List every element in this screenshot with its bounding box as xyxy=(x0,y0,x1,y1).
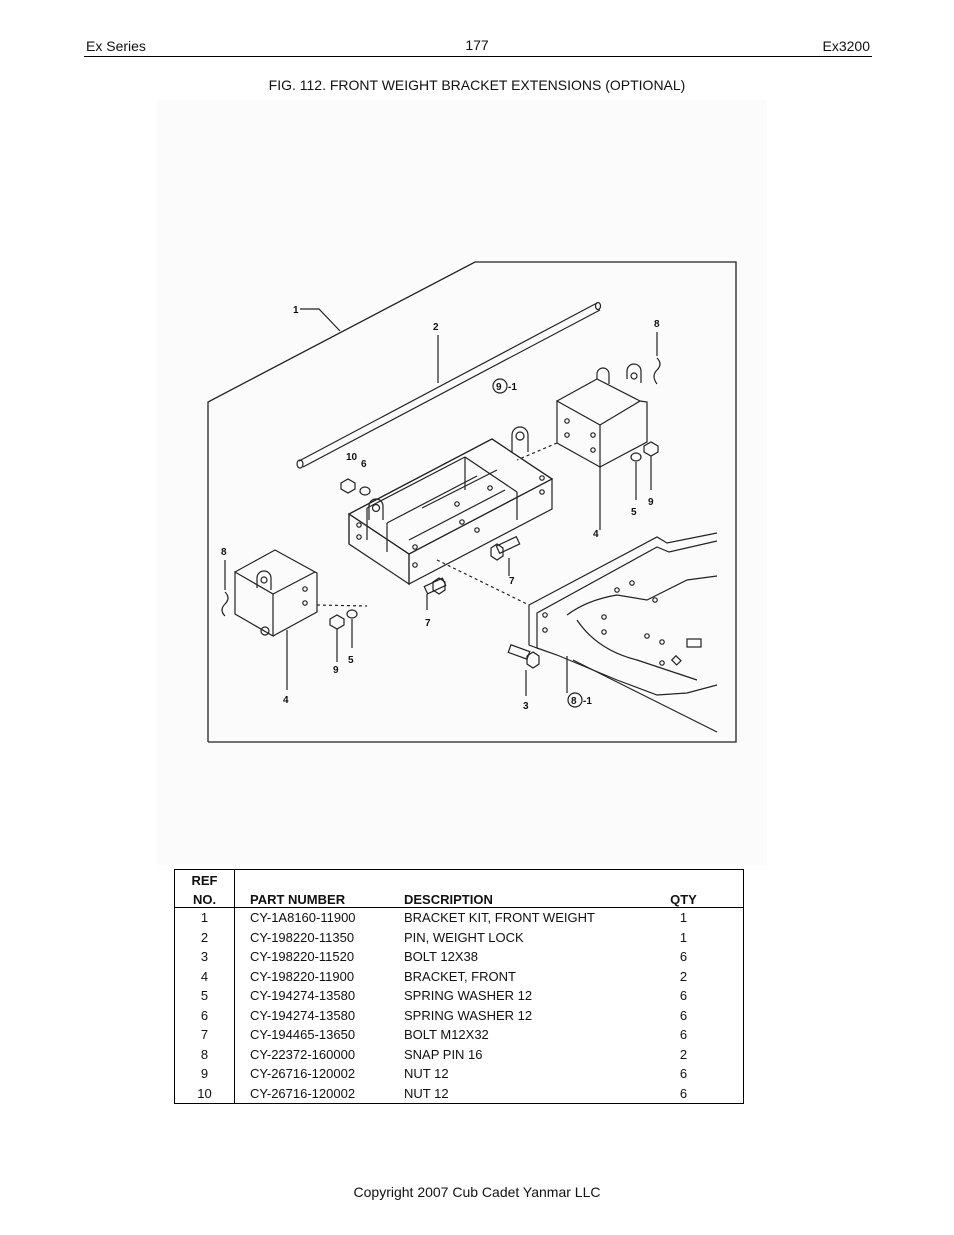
callout-4-right: 4 xyxy=(593,529,599,540)
cell-part: CY-194465-13650 xyxy=(250,1027,356,1043)
cell-ref: 6 xyxy=(174,1005,235,1025)
callout-8-left: 8 xyxy=(221,547,227,558)
callout-1: 1 xyxy=(293,305,299,316)
cell-ref: 8 xyxy=(174,1044,235,1064)
callout-8-1: 8 xyxy=(571,696,577,707)
col-ref-bottom: NO. xyxy=(174,888,235,908)
callout-10: 10 xyxy=(346,452,358,463)
cell-qty: 6 xyxy=(679,1066,688,1082)
copyright-footer: Copyright 2007 Cub Cadet Yanmar LLC xyxy=(353,1184,601,1200)
cell-qty: 6 xyxy=(679,988,688,1004)
callout-9-right: 9 xyxy=(648,497,654,508)
cell-ref: 3 xyxy=(174,947,235,967)
cell-desc: PIN, WEIGHT LOCK xyxy=(404,929,524,945)
table-row: 2 CY-198220-11350 PIN, WEIGHT LOCK 1 xyxy=(174,927,744,947)
callout-6: 6 xyxy=(361,459,367,470)
header-rule xyxy=(84,56,872,57)
table-row: 3 CY-198220-11520 BOLT 12X38 6 xyxy=(174,947,744,967)
cell-ref: 5 xyxy=(174,986,235,1006)
table-row: 4 CY-198220-11900 BRACKET, FRONT 2 xyxy=(174,966,744,986)
cell-desc: NUT 12 xyxy=(404,1066,449,1082)
cell-qty: 1 xyxy=(679,929,688,945)
cell-ref: 2 xyxy=(174,927,235,947)
cell-qty: 6 xyxy=(679,1007,688,1023)
table-row: 1 CY-1A8160-11900 BRACKET KIT, FRONT WEIGH… xyxy=(174,907,744,928)
header-model: Ex3200 xyxy=(822,38,870,54)
callout-8-1-suffix: -1 xyxy=(583,696,592,707)
table-row: 6 CY-194274-13580 SPRING WASHER 12 6 xyxy=(174,1005,744,1025)
cell-desc: BRACKET, FRONT xyxy=(404,968,516,984)
cell-qty: 1 xyxy=(679,910,688,926)
cell-part: CY-26716-120002 xyxy=(250,1085,356,1101)
callout-7-right: 7 xyxy=(509,576,515,587)
cell-part: CY-26716-120002 xyxy=(250,1066,356,1082)
callout-7-left: 7 xyxy=(425,618,431,629)
cell-desc: BOLT M12X32 xyxy=(404,1027,489,1043)
cell-desc: BRACKET KIT, FRONT WEIGHT xyxy=(404,910,595,926)
cell-ref: 10 xyxy=(174,1083,235,1104)
cell-part: CY-198220-11900 xyxy=(250,968,355,984)
callout-9-1-suffix: -1 xyxy=(508,382,517,393)
col-part-number: PART NUMBER xyxy=(234,888,404,908)
cell-part: CY-194274-13580 xyxy=(250,1007,356,1023)
callout-2: 2 xyxy=(433,322,439,333)
page-number: 177 xyxy=(465,37,489,53)
cell-qty: 2 xyxy=(679,968,688,984)
cell-part: CY-194274-13580 xyxy=(250,988,356,1004)
cell-part: CY-198220-11520 xyxy=(250,949,355,965)
cell-ref: 7 xyxy=(174,1025,235,1045)
col-description: DESCRIPTION xyxy=(404,888,654,908)
callout-4-left: 4 xyxy=(283,695,289,706)
cell-part: CY-22372-160000 xyxy=(250,1046,356,1062)
callout-5-right: 5 xyxy=(631,507,637,518)
cell-qty: 2 xyxy=(679,1046,688,1062)
cell-qty: 6 xyxy=(679,949,688,965)
col-ref-top: REF xyxy=(174,869,235,888)
cell-desc: SNAP PIN 16 xyxy=(404,1046,483,1062)
table-row: 5 CY-194274-13580 SPRING WASHER 12 6 xyxy=(174,986,744,1006)
table-row: 7 CY-194465-13650 BOLT M12X32 6 xyxy=(174,1025,744,1045)
table-row: 10 CY-26716-120002 NUT 12 6 xyxy=(174,1083,744,1104)
cell-ref: 1 xyxy=(174,907,235,928)
cell-qty: 6 xyxy=(679,1027,688,1043)
callout-3: 3 xyxy=(523,701,529,712)
cell-desc: SPRING WASHER 12 xyxy=(404,988,533,1004)
cell-part: CY-198220-11350 xyxy=(250,929,355,945)
cell-part: CY-1A8160-11900 xyxy=(250,910,356,926)
figure-title: FIG. 112. FRONT WEIGHT BRACKET EXTENSION… xyxy=(268,77,686,93)
header-series: Ex Series xyxy=(86,38,146,54)
table-row: 8 CY-22372-160000 SNAP PIN 16 2 xyxy=(174,1044,744,1064)
cell-ref: 4 xyxy=(174,966,235,986)
cell-desc: SPRING WASHER 12 xyxy=(404,1007,533,1023)
exploded-parts-diagram: 1 2 9 -1 8 8 10 6 5 5 9 9 4 4 7 7 3 8 -1 xyxy=(157,100,767,865)
table-row: 9 CY-26716-120002 NUT 12 6 xyxy=(174,1064,744,1084)
callout-8-right: 8 xyxy=(654,319,660,330)
col-qty: QTY xyxy=(654,888,744,908)
cell-desc: BOLT 12X38 xyxy=(404,949,478,965)
cell-ref: 9 xyxy=(174,1064,235,1084)
cell-desc: NUT 12 xyxy=(404,1085,449,1101)
callout-9-1: 9 xyxy=(496,382,502,393)
callout-5-left: 5 xyxy=(348,655,354,666)
cell-qty: 6 xyxy=(679,1085,688,1101)
callout-9-left: 9 xyxy=(333,665,339,676)
